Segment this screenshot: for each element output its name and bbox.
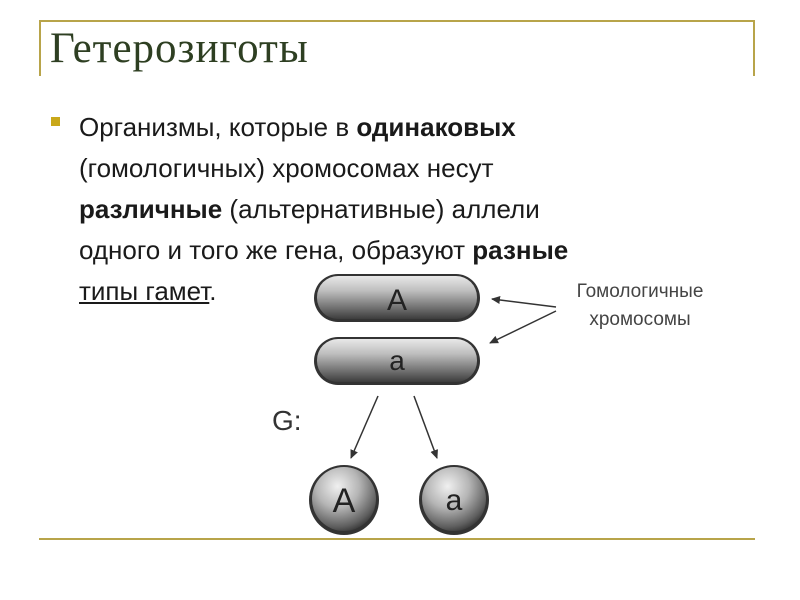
gamete-right-label: a: [446, 484, 463, 517]
callout-arrow-top: [492, 299, 556, 307]
chromosome-bottom: a: [314, 337, 480, 385]
callout-line-1: Гомологичные: [577, 281, 704, 302]
chromosome-top-label: A: [387, 284, 407, 317]
chromosome-top: A: [314, 274, 480, 322]
gamete-arrow-left: [351, 396, 378, 458]
callout-arrow-bottom: [490, 311, 556, 343]
chromosome-bottom-label: a: [389, 345, 405, 376]
gamete-arrow-right: [414, 396, 437, 458]
gametes-label: G:: [272, 405, 302, 436]
gamete-right: a: [419, 465, 489, 535]
gamete-left: A: [309, 465, 379, 535]
gamete-left-label: A: [333, 482, 356, 520]
callout-line-2: хромосомы: [589, 309, 690, 330]
